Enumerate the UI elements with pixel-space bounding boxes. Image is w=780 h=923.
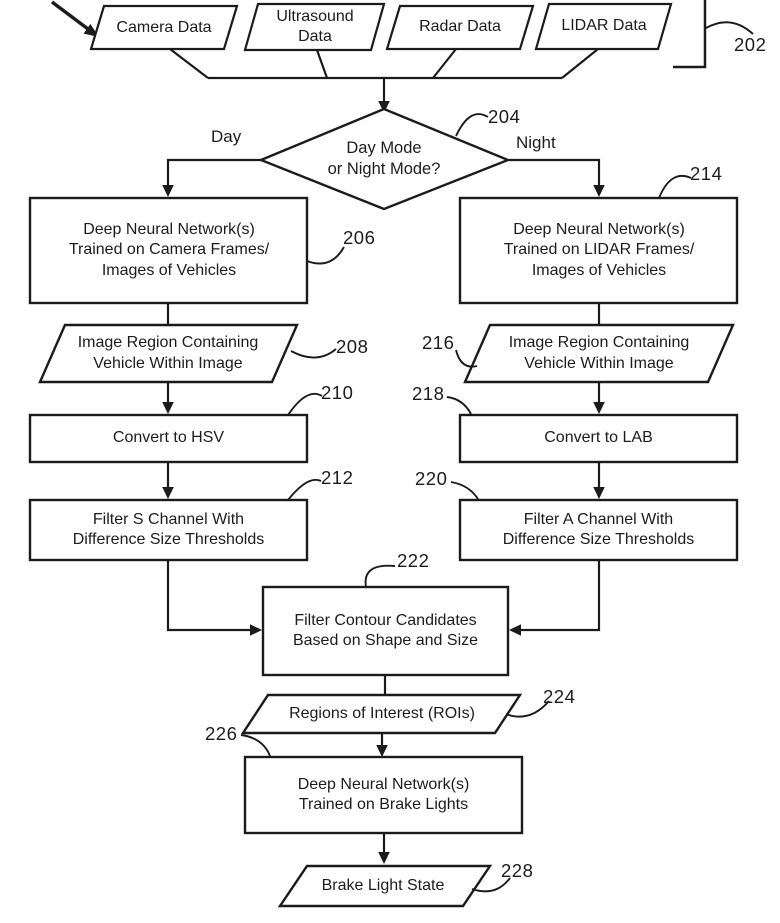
flow-arrow-220-to-222 bbox=[509, 560, 601, 636]
decision-diamond-shape bbox=[257, 107, 512, 211]
ref-212-connector bbox=[287, 478, 322, 501]
flow-arrow-day-branch bbox=[162, 158, 261, 197]
flow-arrow-212-to-222 bbox=[166, 560, 262, 636]
ref-208-connector bbox=[290, 348, 337, 359]
ultrasound-data-shape bbox=[243, 2, 386, 52]
flow-arrow-218-to-220 bbox=[593, 462, 605, 499]
filter-a-channel-box bbox=[458, 498, 739, 562]
ref-214-connector bbox=[658, 174, 692, 199]
flow-arrow-226-to-228 bbox=[378, 833, 390, 864]
figure-pointer-arrow-icon bbox=[50, 0, 99, 37]
flow-arrow-sensors-to-decision bbox=[378, 78, 390, 113]
flow-arrow-216-to-218 bbox=[593, 382, 605, 414]
radar-data-shape bbox=[385, 4, 535, 51]
convert-lab-box bbox=[458, 413, 739, 464]
flow-arrow-210-to-212 bbox=[162, 462, 174, 499]
ref-228-connector bbox=[471, 877, 511, 893]
dnn-brake-box bbox=[243, 755, 524, 835]
convert-hsv-box bbox=[28, 413, 309, 464]
ref-220-connector bbox=[450, 481, 479, 500]
image-region-day-shape bbox=[38, 323, 299, 384]
brake-light-state-shape bbox=[277, 864, 493, 908]
ref-216-connector bbox=[455, 349, 478, 368]
ref-202-connector bbox=[705, 21, 754, 35]
ref-226-connector bbox=[240, 734, 271, 757]
filter-s-channel-box bbox=[28, 498, 309, 562]
ref-204-connector bbox=[455, 113, 489, 137]
lidar-data-shape bbox=[534, 2, 673, 51]
dnn-camera-box bbox=[28, 196, 309, 305]
ref-224-connector bbox=[505, 700, 550, 718]
flow-arrow-night-branch bbox=[508, 158, 605, 197]
ref-222-connector bbox=[364, 564, 396, 588]
ref-218-connector bbox=[446, 396, 472, 415]
image-region-night-shape bbox=[463, 323, 735, 384]
flow-arrow-208-to-210 bbox=[162, 382, 174, 414]
flow-arrow-224-to-226 bbox=[376, 733, 388, 757]
dnn-lidar-box bbox=[458, 196, 739, 305]
camera-data-shape bbox=[89, 4, 239, 51]
filter-contour-box bbox=[261, 585, 510, 677]
sensor-merge-lines bbox=[169, 48, 599, 80]
sensor-group-bracket bbox=[673, 0, 707, 69]
ref-210-connector bbox=[287, 392, 323, 416]
regions-of-interest-shape bbox=[240, 693, 523, 735]
ref-206-connector bbox=[306, 246, 345, 265]
